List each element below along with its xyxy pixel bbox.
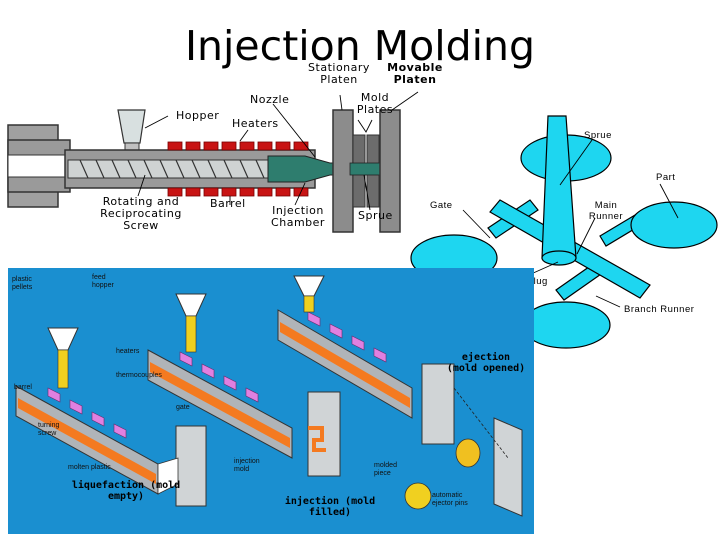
- movable-platen: [379, 109, 401, 233]
- process-illustration-panel: plastic pellets feed hopper heaters ther…: [8, 268, 534, 534]
- label-plastic-pellets: plastic pellets: [12, 276, 33, 291]
- label-barrel: Barrel: [210, 197, 246, 210]
- label-heaters-process: heaters: [116, 348, 140, 355]
- slide-title: Injection Molding: [184, 22, 536, 70]
- screw-flights: [79, 159, 265, 179]
- caption-injection: injection (mold filled): [284, 496, 376, 518]
- label-movable-platen: Movable Platen: [387, 61, 443, 86]
- label-gate: Gate: [430, 200, 453, 211]
- label-mold-plates: Mold Plates: [356, 91, 394, 116]
- label-sprue-runner: Sprue: [584, 130, 612, 141]
- caption-ejection: ejection (mold opened): [446, 352, 526, 374]
- label-gate-process: gate: [176, 404, 190, 411]
- part-right: [630, 201, 718, 249]
- label-rotating-screw: Rotating and Reciprocating Screw: [100, 195, 182, 232]
- label-part: Part: [656, 172, 676, 183]
- cold-slug-well: [541, 250, 577, 266]
- label-feed-hopper: feed hopper: [92, 274, 114, 289]
- unit-injection: [147, 293, 341, 477]
- hopper-funnel: [117, 109, 146, 144]
- unit-liquefaction: [15, 327, 207, 507]
- process-illustration: [15, 275, 523, 517]
- label-automatic-ejector-pins: automatic ejector pins: [432, 492, 468, 507]
- label-sprue-machine: Sprue: [358, 209, 393, 222]
- runner-leader-lines: [462, 139, 679, 308]
- label-injection-chamber: Injection Chamber: [271, 204, 325, 229]
- caption-liquefaction: liquefaction (mold empty): [71, 480, 181, 502]
- part-bottom: [521, 301, 611, 349]
- label-stationary-platen: Stationary Platen: [308, 61, 370, 86]
- label-injection-mold: injection mold: [234, 458, 260, 473]
- label-main-runner: Main Runner: [588, 200, 624, 222]
- label-hopper: Hopper: [176, 109, 220, 122]
- label-turning-screw: turning screw: [38, 422, 60, 437]
- label-thermocouples: thermocouples: [116, 372, 162, 379]
- label-molded-piece: molded piece: [374, 462, 397, 477]
- label-heaters: Heaters: [232, 117, 279, 130]
- machine-leader-lines: [137, 91, 419, 211]
- label-molten-plastic: molten plastic: [68, 464, 111, 471]
- unit-ejection: [277, 275, 523, 517]
- label-barrel-process: barrel: [14, 384, 32, 391]
- label-nozzle: Nozzle: [250, 93, 290, 106]
- label-branch-runner: Branch Runner: [624, 304, 695, 315]
